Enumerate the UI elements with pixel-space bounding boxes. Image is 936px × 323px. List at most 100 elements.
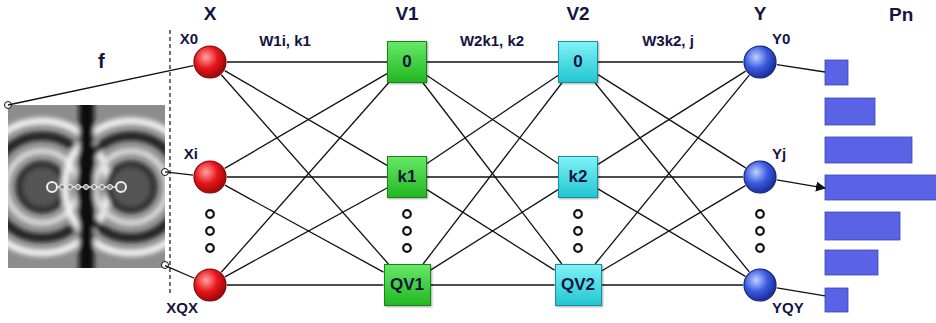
input-neuron: Xi xyxy=(193,160,227,194)
hidden-neuron: 0 xyxy=(558,41,598,83)
hidden-neuron: 0 xyxy=(387,41,427,83)
input-label: X0 xyxy=(180,30,198,47)
dipole-bead xyxy=(84,185,89,190)
neuron-circle xyxy=(743,45,777,79)
connection-line xyxy=(427,190,555,271)
layer-heading: X xyxy=(202,3,219,24)
neuron-index: 0 xyxy=(402,52,411,72)
output-label: YQY xyxy=(772,299,804,316)
neuron-body xyxy=(194,161,226,193)
input-label: XQX xyxy=(166,299,198,316)
connection-line xyxy=(777,180,825,188)
input-image: f xyxy=(8,105,165,268)
connection-line xyxy=(595,83,749,272)
connection-line xyxy=(165,266,194,279)
ellipsis-dot xyxy=(206,227,214,235)
field-lobes xyxy=(8,105,165,268)
connection-line xyxy=(777,288,825,296)
connection-line xyxy=(227,61,387,62)
connection-line xyxy=(225,188,387,277)
connection-line xyxy=(227,284,384,285)
ellipsis-dot xyxy=(403,227,411,235)
output-histogram: Pn xyxy=(825,50,936,315)
neuron-circle xyxy=(743,160,777,194)
histogram-bar xyxy=(825,250,878,275)
neuron-body xyxy=(744,46,776,78)
input-neuron: XQX xyxy=(193,268,227,302)
hidden-neuron: k1 xyxy=(387,156,427,198)
connection-line xyxy=(602,186,746,271)
connection-line xyxy=(427,75,558,163)
connection-line xyxy=(227,176,387,177)
connection-line xyxy=(431,284,555,285)
connection-line xyxy=(598,71,746,164)
dipole-bead xyxy=(68,185,73,190)
connection-line xyxy=(602,284,744,285)
output-neuron: Yj xyxy=(743,160,777,194)
ellipsis-dots xyxy=(206,210,764,252)
ellipsis-dot xyxy=(206,210,214,218)
connection-line xyxy=(595,75,749,264)
dipole-end xyxy=(47,182,57,192)
dipole-end xyxy=(116,182,126,192)
connection-line xyxy=(598,176,743,177)
ellipsis-dot xyxy=(756,210,764,218)
histogram-bar xyxy=(825,288,848,312)
histogram-bar xyxy=(825,98,875,125)
output-label: Y0 xyxy=(772,30,790,47)
histogram-label: Pn xyxy=(889,4,913,25)
neuron-circle xyxy=(193,268,227,302)
connection-line xyxy=(225,71,387,166)
weight-label: W1i, k1 xyxy=(257,32,313,49)
input-neuron: X0 xyxy=(193,45,227,79)
neuron-body xyxy=(194,269,226,301)
connection-line xyxy=(427,75,558,163)
ellipsis-dot xyxy=(756,244,764,252)
sample-point xyxy=(162,262,169,269)
histogram-bar xyxy=(825,60,848,85)
ellipsis-dot xyxy=(756,227,764,235)
connection-line xyxy=(427,176,558,177)
dipole-bead xyxy=(100,185,105,190)
ellipsis-dot xyxy=(574,210,582,218)
connection-line xyxy=(221,83,388,272)
histogram-bar xyxy=(825,175,936,200)
neuron-body xyxy=(194,46,226,78)
neuron-index: QV1 xyxy=(390,275,424,295)
connection-line xyxy=(423,83,562,264)
layer-heading: Y xyxy=(752,3,769,24)
weight-label: W3k2, j xyxy=(640,32,696,49)
image-label: f xyxy=(98,50,105,72)
connection-line xyxy=(225,185,384,272)
input-label: Xi xyxy=(184,145,198,162)
hidden-neuron: QV2 xyxy=(555,264,602,306)
neuron-circle xyxy=(193,160,227,194)
connection-line xyxy=(225,74,387,169)
ellipsis-dot xyxy=(574,244,582,252)
weight-label: W2k1, k2 xyxy=(458,32,526,49)
neuron-body xyxy=(744,161,776,193)
hidden-neuron: QV1 xyxy=(384,264,431,306)
histogram-bar xyxy=(825,212,900,240)
ellipsis-dot xyxy=(403,210,411,218)
ellipsis-dot xyxy=(574,227,582,235)
layer-heading: V1 xyxy=(393,3,420,24)
connection-line xyxy=(598,61,743,62)
histogram-bar xyxy=(825,137,912,163)
layer-heading: V2 xyxy=(564,3,591,24)
connection-line xyxy=(221,75,388,264)
neuron-index: k2 xyxy=(569,167,588,187)
neuron-index: QV2 xyxy=(561,275,595,295)
dipole-bead xyxy=(108,185,113,190)
connection-line xyxy=(598,75,746,168)
connection-line xyxy=(431,190,559,271)
output-neuron: YQY xyxy=(743,268,777,302)
histogram-bars xyxy=(825,60,936,312)
output-neuron: Y0 xyxy=(743,45,777,79)
dipole-bead xyxy=(92,185,97,190)
neuron-index: 0 xyxy=(573,52,582,72)
neuron-index: k1 xyxy=(398,167,417,187)
connection-line xyxy=(423,83,562,264)
ellipsis-dot xyxy=(206,244,214,252)
